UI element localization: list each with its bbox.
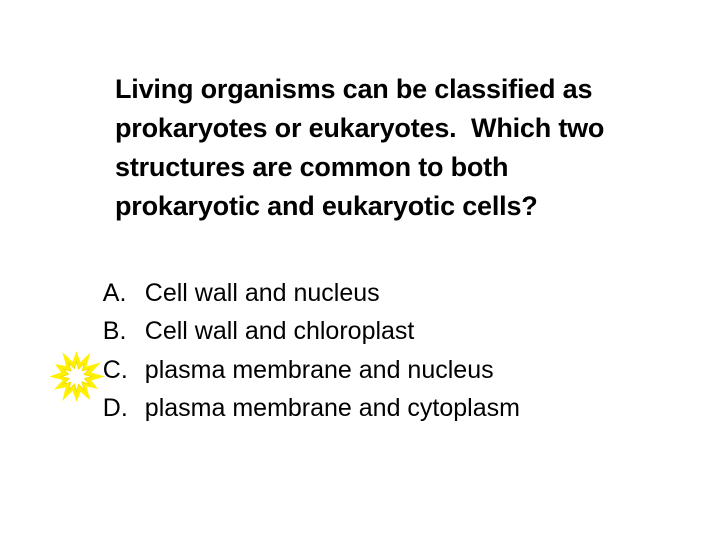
question-title-line-1: Living organisms can be classified as <box>115 74 593 104</box>
answer-option-d: D. plasma membrane and cytoplasm <box>75 350 520 467</box>
question-title: Living organisms can be classified as pr… <box>115 70 604 226</box>
option-text-d: plasma membrane and cytoplasm <box>144 394 520 422</box>
starburst-inner-shape <box>59 360 94 393</box>
option-letter-b: B. <box>102 317 127 345</box>
starburst-highlight-icon <box>49 351 105 402</box>
question-title-line-4: prokaryotic and eukaryotic cells? <box>115 191 538 221</box>
answer-option-c: C. plasma membrane and nucleus <box>75 312 494 429</box>
option-text-a: Cell wall and nucleus <box>144 279 380 307</box>
option-letter-c: C. <box>102 356 128 384</box>
question-title-line-2: prokaryotes or eukaryotes. Which two <box>115 113 605 143</box>
option-text-c: plasma membrane and nucleus <box>144 356 494 384</box>
question-title-line-3: structures are common to both <box>115 152 509 182</box>
answer-option-b: B. Cell wall and chloroplast <box>75 273 415 390</box>
option-letter-a: A. <box>102 279 127 307</box>
option-letter-d: D. <box>102 394 128 422</box>
option-text-b: Cell wall and chloroplast <box>144 317 415 345</box>
answer-option-a: A. Cell wall and nucleus <box>75 235 380 352</box>
